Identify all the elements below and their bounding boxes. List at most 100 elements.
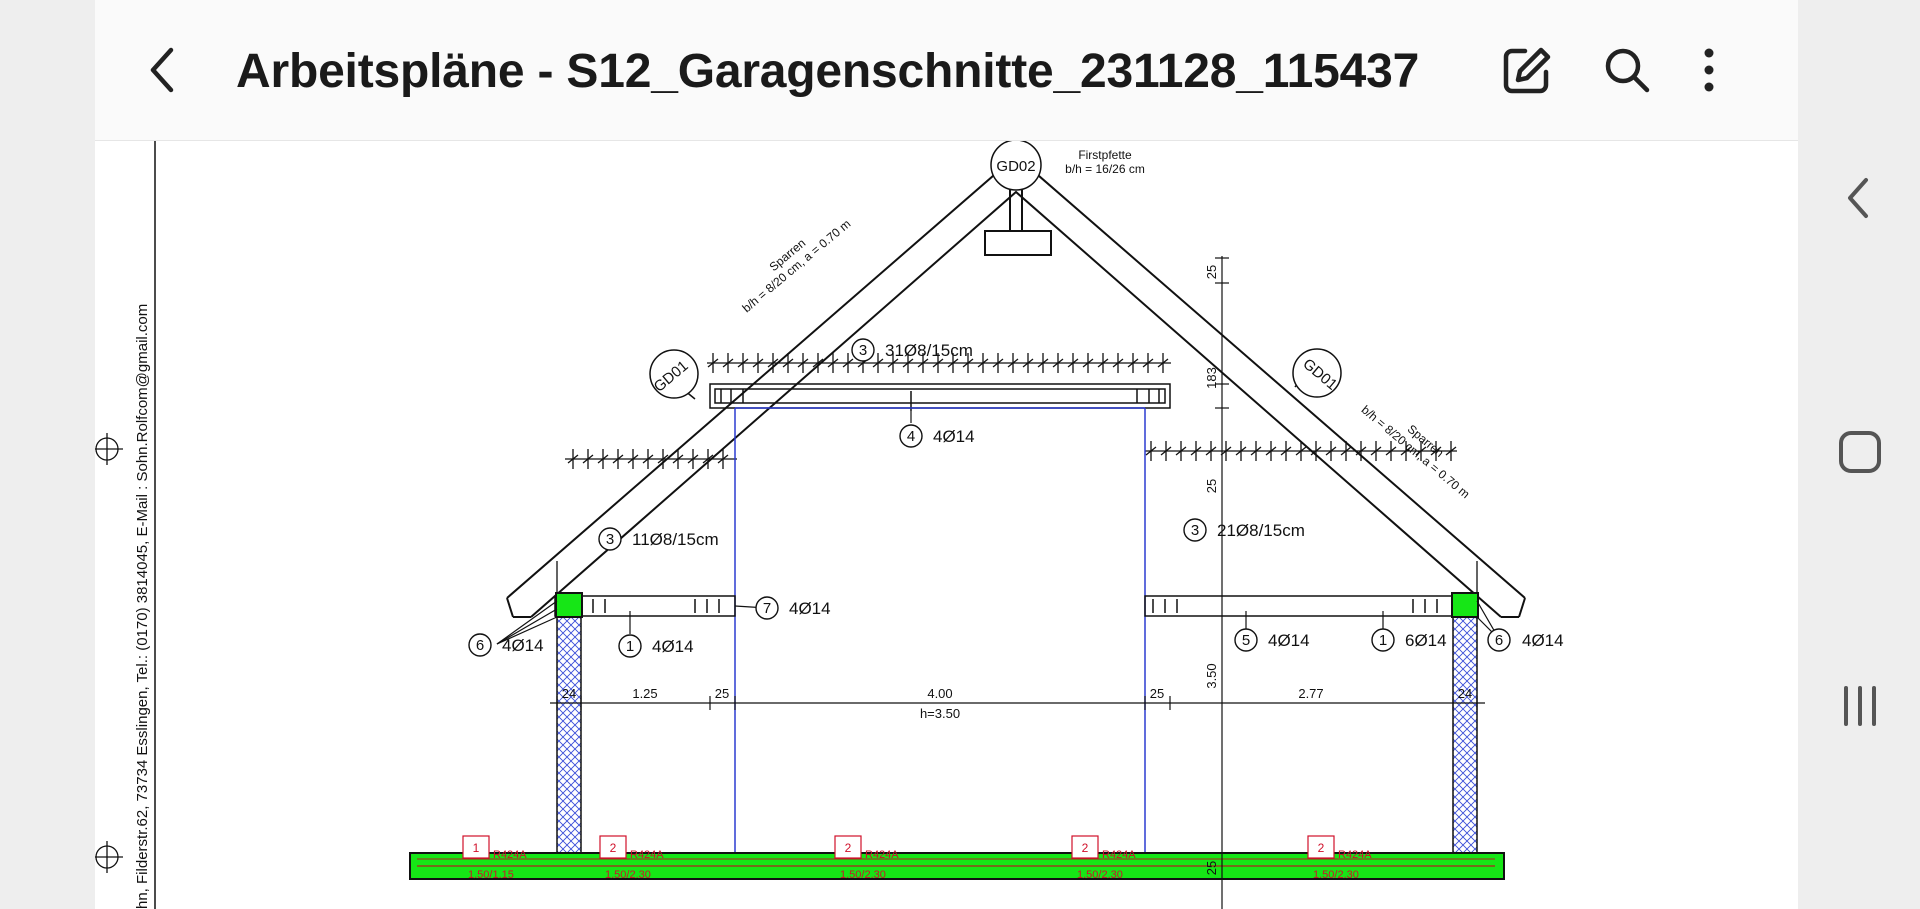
mesh-mat-number: 2 xyxy=(1082,841,1089,855)
back-button[interactable] xyxy=(131,36,195,104)
svg-text:31Ø8/15cm: 31Ø8/15cm xyxy=(885,341,973,360)
rebar-label-left: 3 11Ø8/15cm xyxy=(598,527,719,551)
svg-text:6: 6 xyxy=(1495,632,1503,649)
svg-text:7: 7 xyxy=(763,600,771,617)
mesh-mat-type: R424A xyxy=(630,849,664,861)
rebar-label-7: 7 4Ø14 xyxy=(734,596,831,620)
app-bar: Arbeitspläne - S12_Garagenschnitte_23112… xyxy=(95,0,1798,141)
mesh-mat-number: 1 xyxy=(473,841,480,855)
rebar-label-1-right: 1 6Ø14 xyxy=(1371,611,1447,652)
back-arrow-icon xyxy=(150,47,174,93)
mesh-mat-type: R424A xyxy=(1102,849,1136,861)
svg-text:3: 3 xyxy=(859,342,867,359)
left-rafter-dims: b/h = 8/20 cm, a = 0.70 m xyxy=(740,217,854,316)
mesh-mat-size: 1.50/2.30 xyxy=(1313,869,1359,881)
rebar-label-5: 5 4Ø14 xyxy=(1234,611,1310,652)
dim-vert-mid: 183 xyxy=(1204,367,1219,389)
document-title: Arbeitspläne - S12_Garagenschnitte_23112… xyxy=(236,45,1420,98)
svg-text:4Ø14: 4Ø14 xyxy=(502,636,544,655)
svg-text:11Ø8/15cm: 11Ø8/15cm xyxy=(632,530,719,549)
margin-contact-text: hn, Filderstr.62, 73734 Esslingen, Tel.:… xyxy=(134,304,151,909)
mesh-mat-number: 2 xyxy=(845,841,852,855)
crosshair-mark xyxy=(95,841,123,873)
mesh-mat-type: R424A xyxy=(1338,849,1372,861)
nav-recents-button[interactable] xyxy=(1820,666,1900,746)
rebar-row-left xyxy=(565,449,737,469)
search-icon xyxy=(1605,48,1650,93)
nav-back-icon xyxy=(1848,178,1868,218)
svg-text:3: 3 xyxy=(1191,522,1199,539)
crosshair-mark xyxy=(95,433,123,465)
search-button[interactable] xyxy=(1595,38,1659,102)
rebar-label-6-left: 6 4Ø14 xyxy=(468,600,558,657)
mesh-mat-type: R424A xyxy=(493,849,527,861)
mesh-mat-number: 2 xyxy=(1318,841,1325,855)
mesh-mat-size: 1.50/1.15 xyxy=(468,869,514,881)
ridge-purlin-marker: GD02 xyxy=(990,141,1042,191)
edit-pencil-icon xyxy=(1503,47,1551,94)
nav-home-icon xyxy=(1839,431,1881,473)
edit-button[interactable] xyxy=(1495,38,1559,102)
dim-vert-beam: 25 xyxy=(1204,479,1219,493)
svg-text:4Ø14: 4Ø14 xyxy=(1522,631,1564,650)
more-options-button[interactable] xyxy=(1685,38,1733,102)
rebar-label-6-right: 6 4Ø14 xyxy=(1476,600,1564,652)
svg-text:21Ø8/15cm: 21Ø8/15cm xyxy=(1217,521,1305,540)
svg-text:6: 6 xyxy=(476,637,484,654)
purlin-title: Firstpfette xyxy=(1078,148,1132,162)
upper-beam xyxy=(709,383,1171,411)
left-wall xyxy=(555,592,583,854)
nav-home-button[interactable] xyxy=(1820,412,1900,492)
dim-col-a: 25 xyxy=(715,686,729,701)
mesh-mat-size: 1.50/2.30 xyxy=(1077,869,1123,881)
right-rafter-marker: GD01 xyxy=(1292,348,1342,398)
section-drawing[interactable]: hn, Filderstr.62, 73734 Esslingen, Tel.:… xyxy=(95,141,1798,909)
dim-vert-height: 3.50 xyxy=(1204,663,1219,688)
svg-text:4Ø14: 4Ø14 xyxy=(652,637,694,656)
rebar-label-top: 3 31Ø8/15cm xyxy=(851,338,973,362)
dim-vert-top: 25 xyxy=(1204,265,1219,279)
dim-span-a: 1.25 xyxy=(632,686,657,701)
svg-text:6Ø14: 6Ø14 xyxy=(1405,631,1447,650)
rebar-row-right xyxy=(1145,441,1457,461)
dim-wall-left: 24 xyxy=(562,686,576,701)
svg-text:4Ø14: 4Ø14 xyxy=(1268,631,1310,650)
svg-text:3: 3 xyxy=(606,531,614,548)
mesh-mat-size: 1.50/2.30 xyxy=(840,869,886,881)
purlin-dims: b/h = 16/26 cm xyxy=(1065,162,1145,176)
dim-wall-right: 24 xyxy=(1458,686,1472,701)
svg-text:4Ø14: 4Ø14 xyxy=(933,427,975,446)
dim-span-b: 2.77 xyxy=(1298,686,1323,701)
rebar-label-1-left: 1 4Ø14 xyxy=(618,611,694,658)
svg-text:GD02: GD02 xyxy=(996,158,1035,175)
dim-opening-height: h=3.50 xyxy=(920,706,960,721)
opening-outline xyxy=(734,407,1146,862)
dim-col-b: 25 xyxy=(1150,686,1164,701)
rebar-label-right: 3 21Ø8/15cm xyxy=(1183,518,1305,542)
vertical-dimension xyxy=(1215,256,1229,909)
mesh-mat-size: 1.50/2.30 xyxy=(605,869,651,881)
nav-back-button[interactable] xyxy=(1820,158,1900,238)
document-viewer: Arbeitspläne - S12_Garagenschnitte_23112… xyxy=(95,0,1798,909)
more-vertical-icon xyxy=(1704,48,1714,92)
right-lintel xyxy=(1144,595,1456,617)
svg-text:1: 1 xyxy=(626,638,634,655)
svg-text:5: 5 xyxy=(1242,632,1250,649)
nav-recents-icon xyxy=(1844,686,1876,726)
dimension-line xyxy=(550,696,1485,710)
svg-text:1: 1 xyxy=(1379,632,1387,649)
rebar-label-beam-mid: 4 4Ø14 xyxy=(899,411,975,448)
dim-opening: 4.00 xyxy=(927,686,952,701)
svg-text:4Ø14: 4Ø14 xyxy=(789,599,831,618)
right-wall xyxy=(1451,592,1479,854)
mesh-mat-number: 2 xyxy=(610,841,617,855)
dim-vert-slab: 25 xyxy=(1204,861,1219,875)
left-rafter-marker: GD01 xyxy=(649,349,699,400)
rebar-row-top xyxy=(707,353,1171,373)
